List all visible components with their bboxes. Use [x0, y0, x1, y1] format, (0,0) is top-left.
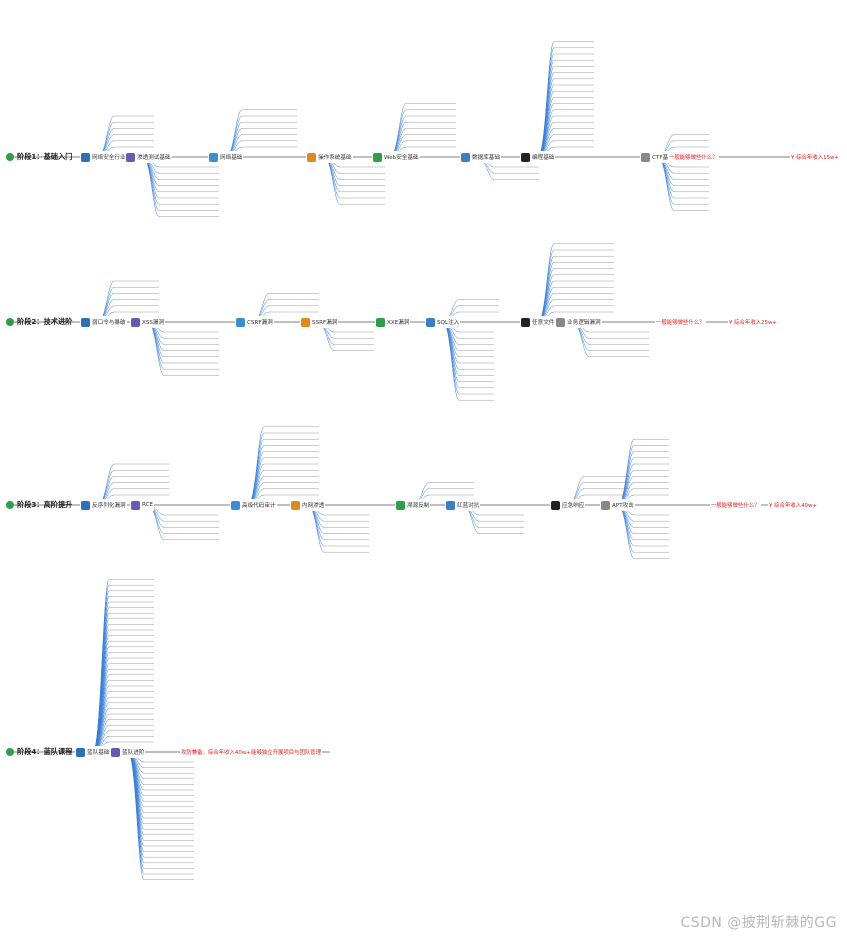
topic-node[interactable]: Web安全基础 [372, 151, 420, 163]
topic-node[interactable]: 渗透测试基础 [125, 151, 172, 163]
topic-label: 蓝队进阶 [122, 750, 145, 756]
topic-icon [641, 152, 650, 162]
topic-label: SQL注入 [437, 320, 460, 326]
salary-label: ¥ 综合年收入40w+ [768, 500, 818, 510]
topic-icon [209, 152, 218, 162]
topic-icon [556, 317, 565, 327]
watermark: CSDN @披荆斩棘的GG [680, 915, 837, 931]
topic-label: 红蓝对抗 [457, 503, 480, 509]
topic-label: APT攻击 [612, 503, 634, 509]
topic-label: 蓝队基础 [87, 750, 110, 756]
goal-label: 攻防兼备，综合年收入40w+ [180, 747, 252, 757]
topic-label: 操作系统基础 [318, 155, 352, 161]
goal-label: 一般能够做些什么？ [655, 317, 706, 327]
stage-2-label[interactable]: 阶段2：技术进阶 [6, 315, 72, 329]
topic-node[interactable]: 操作系统基础 [306, 151, 353, 163]
topic-node[interactable]: APT攻击 [600, 499, 635, 511]
topic-label: 渗透测试基础 [137, 155, 171, 161]
stage-3-label[interactable]: 阶段3：高阶提升 [6, 498, 72, 512]
topic-node[interactable]: 反序列化漏洞 [80, 499, 127, 511]
stage-title: 阶段4：蓝队课程 [17, 747, 73, 756]
topic-node[interactable]: XXE漏洞 [375, 316, 411, 328]
topic-label: SSRF漏洞 [312, 320, 338, 326]
topic-label: CTF基础 [652, 155, 674, 161]
topic-icon [446, 500, 455, 510]
topic-node[interactable]: 高级代码审计 [230, 499, 277, 511]
topic-node[interactable]: 红蓝对抗 [445, 499, 481, 511]
topic-node[interactable]: 业务逻辑漏洞 [555, 316, 602, 328]
stage-title: 阶段1：基础入门 [17, 152, 73, 161]
topic-label: 数据库基础 [472, 155, 500, 161]
topic-label: XXE漏洞 [387, 320, 410, 326]
topic-icon [521, 152, 530, 162]
check-circle-icon [6, 318, 14, 326]
topic-label: Web安全基础 [384, 155, 419, 161]
topic-node[interactable]: 弱口令与暴破 [80, 316, 127, 328]
topic-icon [126, 152, 135, 162]
topic-node[interactable]: CSRF漏洞 [235, 316, 274, 328]
topic-node[interactable]: SQL注入 [425, 316, 461, 328]
topic-icon [76, 747, 85, 757]
topic-icon [376, 317, 385, 327]
stage-4-label[interactable]: 阶段4：蓝队课程 [6, 745, 72, 759]
topic-icon [307, 152, 316, 162]
topic-label: 溯源反制 [407, 503, 430, 509]
topic-icon [81, 500, 90, 510]
topic-label: 任意文件操作漏洞 [532, 318, 577, 326]
topic-icon [426, 317, 435, 327]
topic-icon [373, 152, 382, 162]
topic-label: 网络安全行业 [92, 155, 126, 161]
salary-label: 能够独立开展项目与团队管理 [250, 747, 323, 757]
topic-node[interactable]: 蓝队基础 [75, 746, 111, 758]
topic-icon [396, 500, 405, 510]
topic-icon [521, 317, 530, 327]
topic-node[interactable]: XSS漏洞 [130, 316, 166, 328]
stage-1-label[interactable]: 阶段1：基础入门 [6, 150, 72, 164]
topic-label: 内网渗透 [302, 503, 325, 509]
topic-node[interactable]: SSRF漏洞 [300, 316, 339, 328]
topic-icon [601, 500, 610, 510]
topic-node[interactable]: RCE [130, 499, 155, 511]
topic-node[interactable]: 溯源反制 [395, 499, 431, 511]
stage-title: 阶段2：技术进阶 [17, 317, 73, 326]
topic-label: 高级代码审计 [242, 503, 276, 509]
goal-label: 一般能够做些什么？ [668, 152, 719, 162]
stage-title: 阶段3：高阶提升 [17, 500, 73, 509]
topic-node[interactable]: 编程基础 [520, 151, 556, 163]
check-circle-icon [6, 501, 14, 509]
topic-icon [291, 500, 300, 510]
check-circle-icon [6, 748, 14, 756]
topic-label: RCE [142, 502, 154, 508]
check-circle-icon [6, 153, 14, 161]
topic-node[interactable]: 内网渗透 [290, 499, 326, 511]
topic-icon [236, 317, 245, 327]
salary-label: ¥ 综合年收入25w+ [728, 317, 778, 327]
topic-icon [131, 317, 140, 327]
topic-icon [111, 747, 120, 757]
topic-node[interactable]: 蓝队进阶 [110, 746, 146, 758]
topic-label: 弱口令与暴破 [92, 320, 126, 326]
topic-icon [131, 500, 140, 510]
topic-node[interactable]: CTF基础 [640, 151, 675, 163]
topic-node[interactable]: 网络安全行业 [80, 151, 127, 163]
goal-label: 一般能够做些什么？ [710, 500, 761, 510]
topic-label: XSS漏洞 [142, 320, 165, 326]
topic-label: 反序列化漏洞 [92, 503, 126, 509]
topic-icon [551, 500, 560, 510]
topic-label: 应急响应 [562, 503, 585, 509]
topic-label: 网络基础 [220, 155, 243, 161]
topic-label: CSRF漏洞 [247, 320, 273, 326]
topic-label: 编程基础 [532, 155, 555, 161]
topic-icon [81, 152, 90, 162]
topic-icon [231, 500, 240, 510]
salary-label: ¥ 综合年收入15w+ [790, 152, 840, 162]
topic-node[interactable]: 网络基础 [208, 151, 244, 163]
topic-label: 业务逻辑漏洞 [567, 320, 601, 326]
topic-node[interactable]: 应急响应 [550, 499, 586, 511]
topic-node[interactable]: 数据库基础 [460, 151, 501, 163]
topic-icon [81, 317, 90, 327]
topic-icon [301, 317, 310, 327]
topic-icon [461, 152, 470, 162]
